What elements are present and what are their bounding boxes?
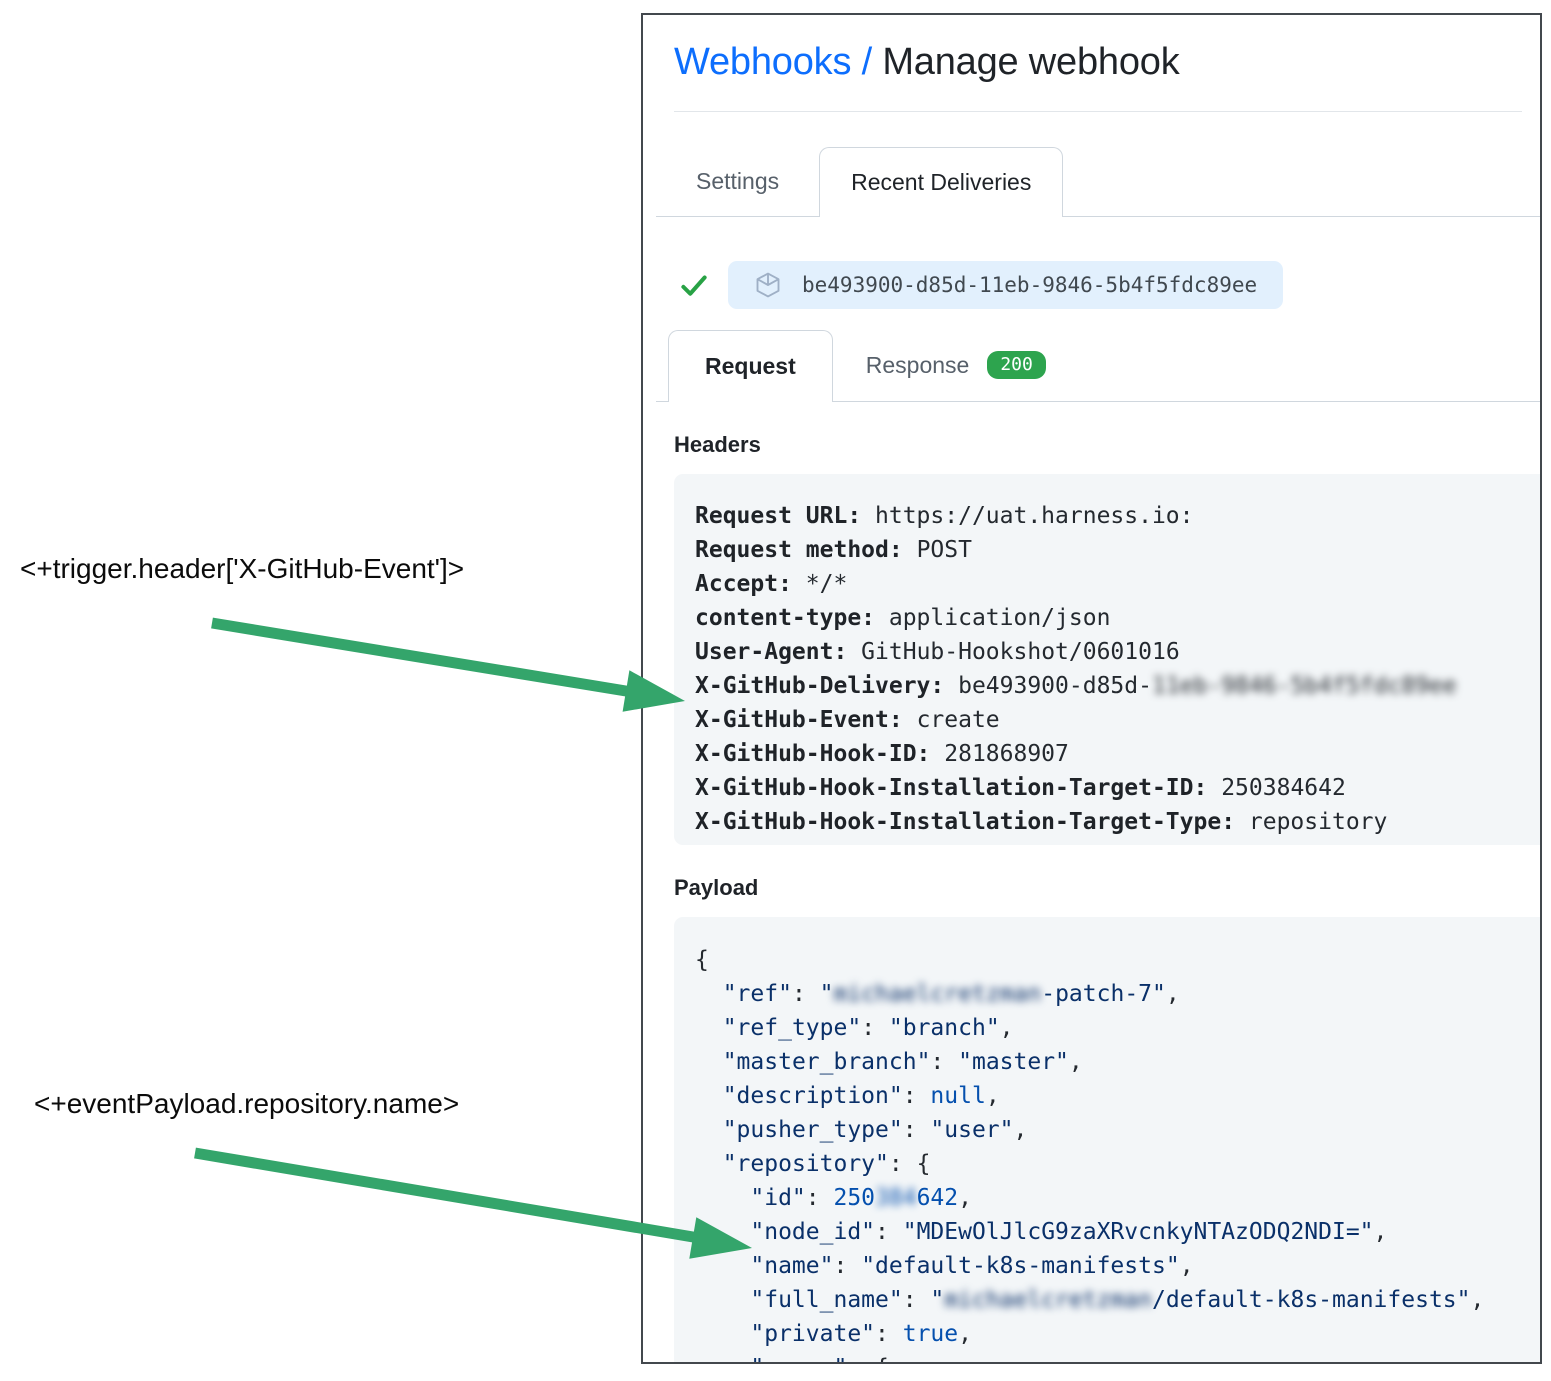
- payload-line: "owner": {: [695, 1351, 1540, 1362]
- payload-box: { "ref": "michaelcretzman-patch-7", "ref…: [674, 917, 1540, 1362]
- header-line: X-GitHub-Hook-Installation-Target-Type: …: [695, 809, 1388, 835]
- breadcrumb-current: Manage webhook: [882, 41, 1180, 83]
- header-line: User-Agent: GitHub-Hookshot/0601016: [695, 639, 1180, 665]
- payload-line: "repository": {: [722, 1151, 931, 1177]
- tab-recent-deliveries[interactable]: Recent Deliveries: [819, 147, 1064, 217]
- payload-line: "ref_type": "branch",: [722, 1015, 1014, 1041]
- payload-line: "description": null,: [722, 1083, 1000, 1109]
- payload-line: "full_name": "michaelcretzman/default-k8…: [750, 1287, 1485, 1313]
- delivery-pill[interactable]: be493900-d85d-11eb-9846-5b4f5fdc89ee: [728, 261, 1284, 309]
- payload-line: "name": "default-k8s-manifests",: [750, 1253, 1194, 1279]
- package-icon: [756, 272, 780, 298]
- main-tabbar: Settings Recent Deliveries: [656, 146, 1540, 217]
- header-line: X-GitHub-Hook-Installation-Target-ID: 25…: [695, 775, 1346, 801]
- payload-line: "id": 250384642,: [750, 1185, 972, 1211]
- webhook-panel: Webhooks / Manage webhook Settings Recen…: [641, 13, 1542, 1364]
- annotation-trigger-header-expression: <+trigger.header['X-GitHub-Event']>: [20, 553, 465, 584]
- header-line: Accept: */*: [695, 571, 848, 597]
- headers-box: Request URL: https://uat.harness.io: Requ…: [674, 474, 1540, 845]
- payload-line: "pusher_type": "user",: [722, 1117, 1028, 1143]
- arrow-to-x-github-event: [211, 617, 685, 712]
- annotation-event-payload-expression: <+eventPayload.repository.name>: [34, 1088, 460, 1119]
- payload-line: "node_id": "MDEwOlJlcG9zaXRvcnkyNTAzODQ2…: [750, 1219, 1388, 1245]
- request-response-tabbar: Request Response 200: [656, 329, 1540, 402]
- page-title: Webhooks / Manage webhook: [674, 41, 1540, 84]
- payload-line: "master_branch": "master",: [722, 1049, 1083, 1075]
- delivery-row: be493900-d85d-11eb-9846-5b4f5fdc89ee: [679, 261, 1540, 309]
- header-line: X-GitHub-Event: create: [695, 707, 1000, 733]
- headers-section-title: Headers: [674, 432, 761, 457]
- header-line: content-type: application/json: [695, 605, 1111, 631]
- delivery-id: be493900-d85d-11eb-9846-5b4f5fdc89ee: [802, 273, 1258, 297]
- payload-line: {: [695, 947, 709, 973]
- payload-line: "ref": "michaelcretzman-patch-7",: [722, 981, 1180, 1007]
- tab-request[interactable]: Request: [668, 330, 833, 402]
- tab-response[interactable]: Response 200: [833, 329, 1046, 401]
- tab-settings[interactable]: Settings: [696, 167, 780, 194]
- header-line: Request URL: https://uat.harness.io:: [695, 503, 1194, 529]
- response-status-badge: 200: [987, 351, 1046, 379]
- header-line: Request method: POST: [695, 537, 972, 563]
- header-line: X-GitHub-Delivery: be493900-d85d-11eb-98…: [695, 673, 1457, 699]
- breadcrumb-separator: /: [851, 41, 883, 83]
- webhooks-breadcrumb-link[interactable]: Webhooks: [674, 41, 852, 83]
- payload-section-title: Payload: [674, 875, 759, 900]
- check-icon: [681, 275, 707, 296]
- title-divider: [674, 111, 1522, 112]
- payload-line: "private": true,: [750, 1321, 972, 1347]
- tab-response-label: Response: [865, 351, 970, 378]
- header-line: X-GitHub-Hook-ID: 281868907: [695, 741, 1069, 767]
